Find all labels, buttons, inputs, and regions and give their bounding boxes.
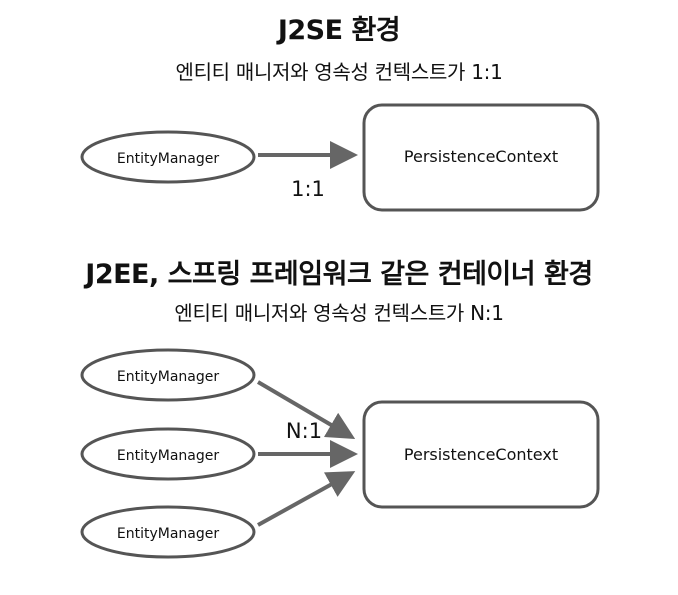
section1-diagram: EntityManager 1:1 PersistenceContext bbox=[80, 103, 600, 212]
section2-title: J2EE, 스프링 프레임워크 같은 컨테이너 환경 bbox=[85, 259, 593, 290]
persistence-context-label: PersistenceContext bbox=[404, 445, 558, 464]
relation-arrow bbox=[257, 471, 356, 527]
entity-manager-label: EntityManager bbox=[117, 448, 219, 464]
section2-diagram: EntityManager EntityManager EntityManage… bbox=[80, 348, 600, 559]
entity-manager-label: EntityManager bbox=[117, 369, 219, 385]
persistence-context-node bbox=[362, 103, 600, 212]
entity-manager-node bbox=[80, 427, 256, 481]
entity-manager-label: EntityManager bbox=[117, 151, 219, 167]
relation-arrow bbox=[256, 380, 356, 440]
relation-label: N:1 bbox=[286, 419, 322, 443]
relation-label: 1:1 bbox=[291, 177, 325, 201]
entity-manager-node bbox=[80, 130, 256, 184]
section1-subtitle: 엔티티 매니저와 영속성 컨텍스트가 1:1 bbox=[175, 60, 503, 84]
section1-title: J2SE 환경 bbox=[277, 15, 401, 46]
entity-manager-node bbox=[80, 505, 256, 559]
entity-manager-label: EntityManager bbox=[117, 526, 219, 542]
entity-manager-node bbox=[80, 348, 256, 402]
persistence-context-node bbox=[362, 400, 600, 509]
persistence-context-label: PersistenceContext bbox=[404, 147, 558, 166]
section2-subtitle: 엔티티 매니저와 영속성 컨텍스트가 N:1 bbox=[174, 301, 504, 325]
